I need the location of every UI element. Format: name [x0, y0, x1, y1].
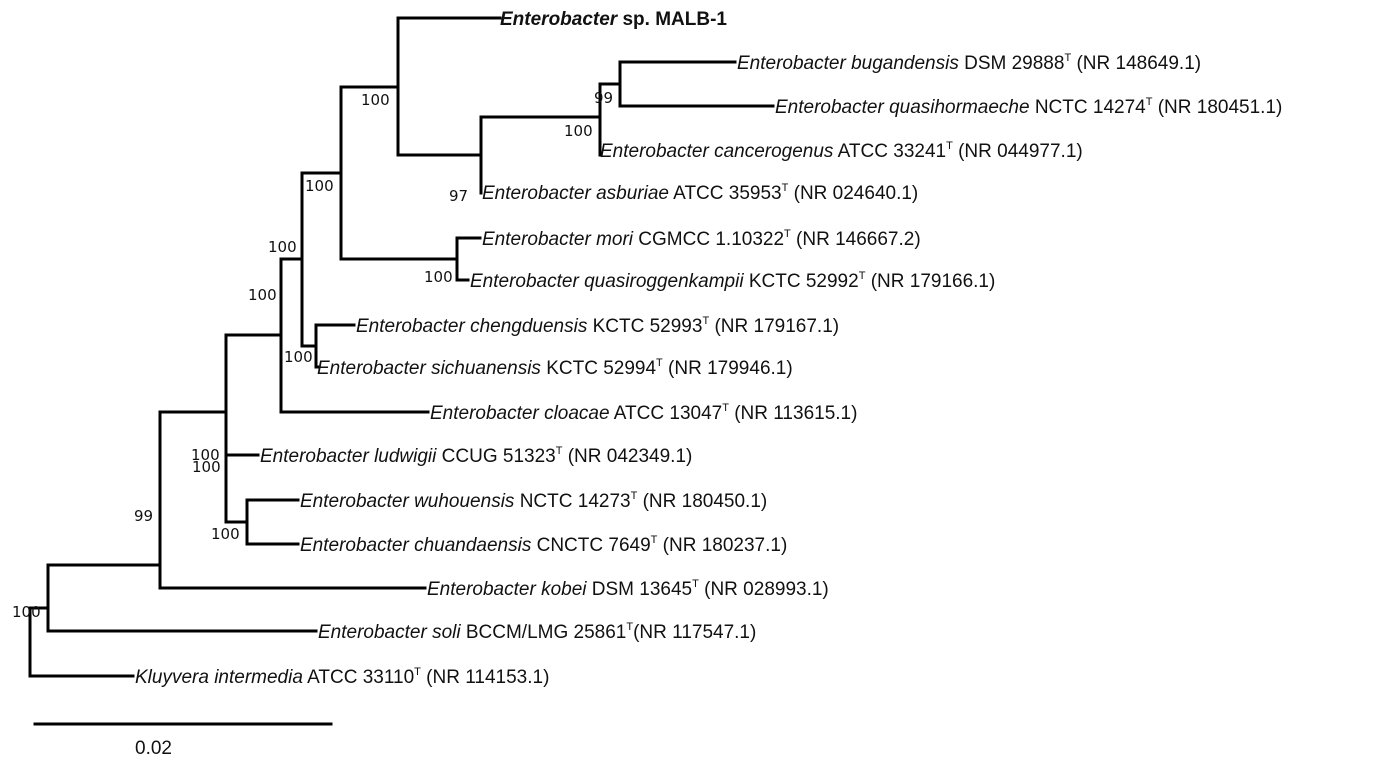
type-strain-mark: T [656, 357, 663, 369]
taxon-label-malb1: Enterobacter sp. MALB-1 [500, 9, 727, 30]
species-name: Kluyvera intermedia [135, 667, 303, 688]
bootstrap-value-n_malb: 100 [361, 91, 390, 109]
taxon-label-asburiae: Enterobacter asburiae ATCC 35953T (NR 02… [482, 182, 918, 204]
accession-number: (NR 117547.1) [633, 622, 756, 643]
strain-id: NCTC 14273 [514, 491, 630, 512]
scale-bar-label: 0.02 [135, 738, 172, 759]
bootstrap-value-n_wuhou: 100 [211, 525, 240, 543]
accession-number: (NR 180237.1) [657, 535, 787, 556]
bootstrap-value-n_bug: 99 [594, 89, 613, 107]
accession-number: (NR 113615.1) [729, 403, 858, 424]
taxon-label-chuandaensis: Enterobacter chuandaensis CNCTC 7649T (N… [300, 534, 787, 556]
strain-id: KCTC 52993 [587, 316, 702, 337]
accession-number: (NR 148649.1) [1071, 53, 1201, 74]
bootstrap-value-n_main: 100 [305, 177, 334, 195]
type-strain-mark: T [631, 490, 638, 502]
taxon-label-quasihormaeche: Enterobacter quasihormaeche NCTC 14274T … [775, 96, 1282, 118]
taxon-label-quasiroggenkampii: Enterobacter quasiroggenkampii KCTC 5299… [470, 270, 995, 292]
accession-number: (NR 180451.1) [1152, 97, 1282, 118]
species-name: Enterobacter kobei [427, 579, 587, 600]
bootstrap-value-n_mori: 100 [424, 268, 453, 286]
strain-id: KCTC 52992 [744, 271, 859, 292]
accession-number: (NR 179167.1) [709, 316, 839, 337]
accession-number: (NR 180450.1) [637, 491, 767, 512]
taxon-label-chengduensis: Enterobacter chengduensis KCTC 52993T (N… [356, 315, 839, 337]
species-name: Enterobacter asburiae [482, 183, 669, 204]
strain-id: ATCC 35953 [669, 183, 782, 204]
accession-number: (NR 179166.1) [865, 271, 995, 292]
bootstrap-value-root: 100 [12, 603, 41, 621]
accession-number: (NR 042349.1) [562, 446, 692, 467]
type-strain-mark: T [859, 270, 866, 282]
species-name: Enterobacter mori [482, 229, 634, 250]
type-strain-mark: T [556, 445, 563, 457]
accession-number: (NR 114153.1) [421, 667, 550, 688]
type-strain-mark: T [692, 578, 699, 590]
taxon-label-cloacae: Enterobacter cloacae ATCC 13047T (NR 113… [430, 402, 857, 424]
strain-id: CGMCC 1.10322 [633, 229, 784, 250]
bootstrap-value-n_ludwigii: 100 [192, 458, 221, 476]
type-strain-mark: T [1064, 52, 1071, 64]
bootstrap-value-n_canc: 100 [564, 122, 593, 140]
type-strain-mark: T [722, 402, 729, 414]
taxon-label-kobei: Enterobacter kobei DSM 13645T (NR 028993… [427, 578, 829, 600]
strain-id: DSM 29888 [959, 53, 1065, 74]
strain-id: ATCC 13047 [610, 403, 723, 424]
strain-id: DSM 13645 [587, 579, 693, 600]
species-name: Enterobacter quasiroggenkampii [470, 271, 744, 292]
strain-id: ATCC 33241 [833, 141, 946, 162]
accession-number: (NR 028993.1) [699, 579, 829, 600]
tree-branches [28, 16, 775, 678]
species-name: Enterobacter wuhouensis [300, 491, 515, 512]
taxon-label-bugandensis: Enterobacter bugandensis DSM 29888T (NR … [737, 52, 1201, 74]
bootstrap-value-n_chengdu: 100 [284, 348, 313, 366]
strain-id: CNCTC 7649 [531, 535, 650, 556]
taxon-label-sichuanensis: Enterobacter sichuanensis KCTC 52994T (N… [317, 357, 793, 379]
taxon-label-ludwigii: Enterobacter ludwigii CCUG 51323T (NR 04… [260, 445, 692, 467]
species-name: Enterobacter cancerogenus [600, 141, 834, 162]
strain-id: BCCM/LMG 25861 [461, 622, 627, 643]
type-strain-mark: T [784, 228, 791, 240]
bootstrap-value-n_cloacae: 100 [248, 286, 277, 304]
bootstrap-value-n_asb: 97 [449, 187, 468, 205]
type-strain-mark: T [414, 666, 421, 678]
strain-designation: sp. MALB-1 [617, 9, 727, 30]
species-name: Enterobacter chuandaensis [300, 535, 532, 556]
type-strain-mark: T [651, 534, 658, 546]
taxon-label-mori: Enterobacter mori CGMCC 1.10322T (NR 146… [482, 228, 921, 250]
bootstrap-value-n_soli: 99 [134, 507, 153, 525]
accession-number: (NR 179946.1) [663, 358, 793, 379]
taxon-label-wuhouensis: Enterobacter wuhouensis NCTC 14273T (NR … [300, 490, 767, 512]
strain-id: NCTC 14274 [1030, 97, 1147, 118]
type-strain-mark: T [946, 140, 953, 152]
bootstrap-value-n_kobei: 100 [191, 446, 220, 464]
accession-number: (NR 044977.1) [953, 141, 1083, 162]
species-name: Enterobacter [500, 9, 619, 30]
type-strain-mark: T [1146, 96, 1153, 108]
strain-id: KCTC 52994 [541, 358, 657, 379]
taxon-label-kluyvera: Kluyvera intermedia ATCC 33110T (NR 1141… [135, 666, 549, 688]
taxon-label-cancerogenus: Enterobacter cancerogenus ATCC 33241T (N… [600, 140, 1083, 162]
scale-bar: 0.02 [33, 722, 333, 759]
species-name: Enterobacter ludwigii [260, 446, 437, 467]
type-strain-mark: T [702, 315, 709, 327]
species-name: Enterobacter quasihormaeche [775, 97, 1030, 118]
species-name: Enterobacter sichuanensis [317, 358, 541, 379]
accession-number: (NR 146667.2) [791, 229, 921, 250]
strain-id: ATCC 33110 [303, 667, 414, 688]
taxon-label-soli: Enterobacter soli BCCM/LMG 25861T(NR 117… [318, 621, 756, 643]
strain-id: CCUG 51323 [436, 446, 555, 467]
species-name: Enterobacter bugandensis [737, 53, 959, 74]
species-name: Enterobacter soli [318, 622, 461, 643]
type-strain-mark: T [626, 621, 633, 633]
accession-number: (NR 024640.1) [788, 183, 918, 204]
bootstrap-value-n_chengdu_group: 100 [268, 238, 297, 256]
species-name: Enterobacter chengduensis [356, 316, 588, 337]
type-strain-mark: T [782, 182, 789, 194]
species-name: Enterobacter cloacae [430, 403, 610, 424]
